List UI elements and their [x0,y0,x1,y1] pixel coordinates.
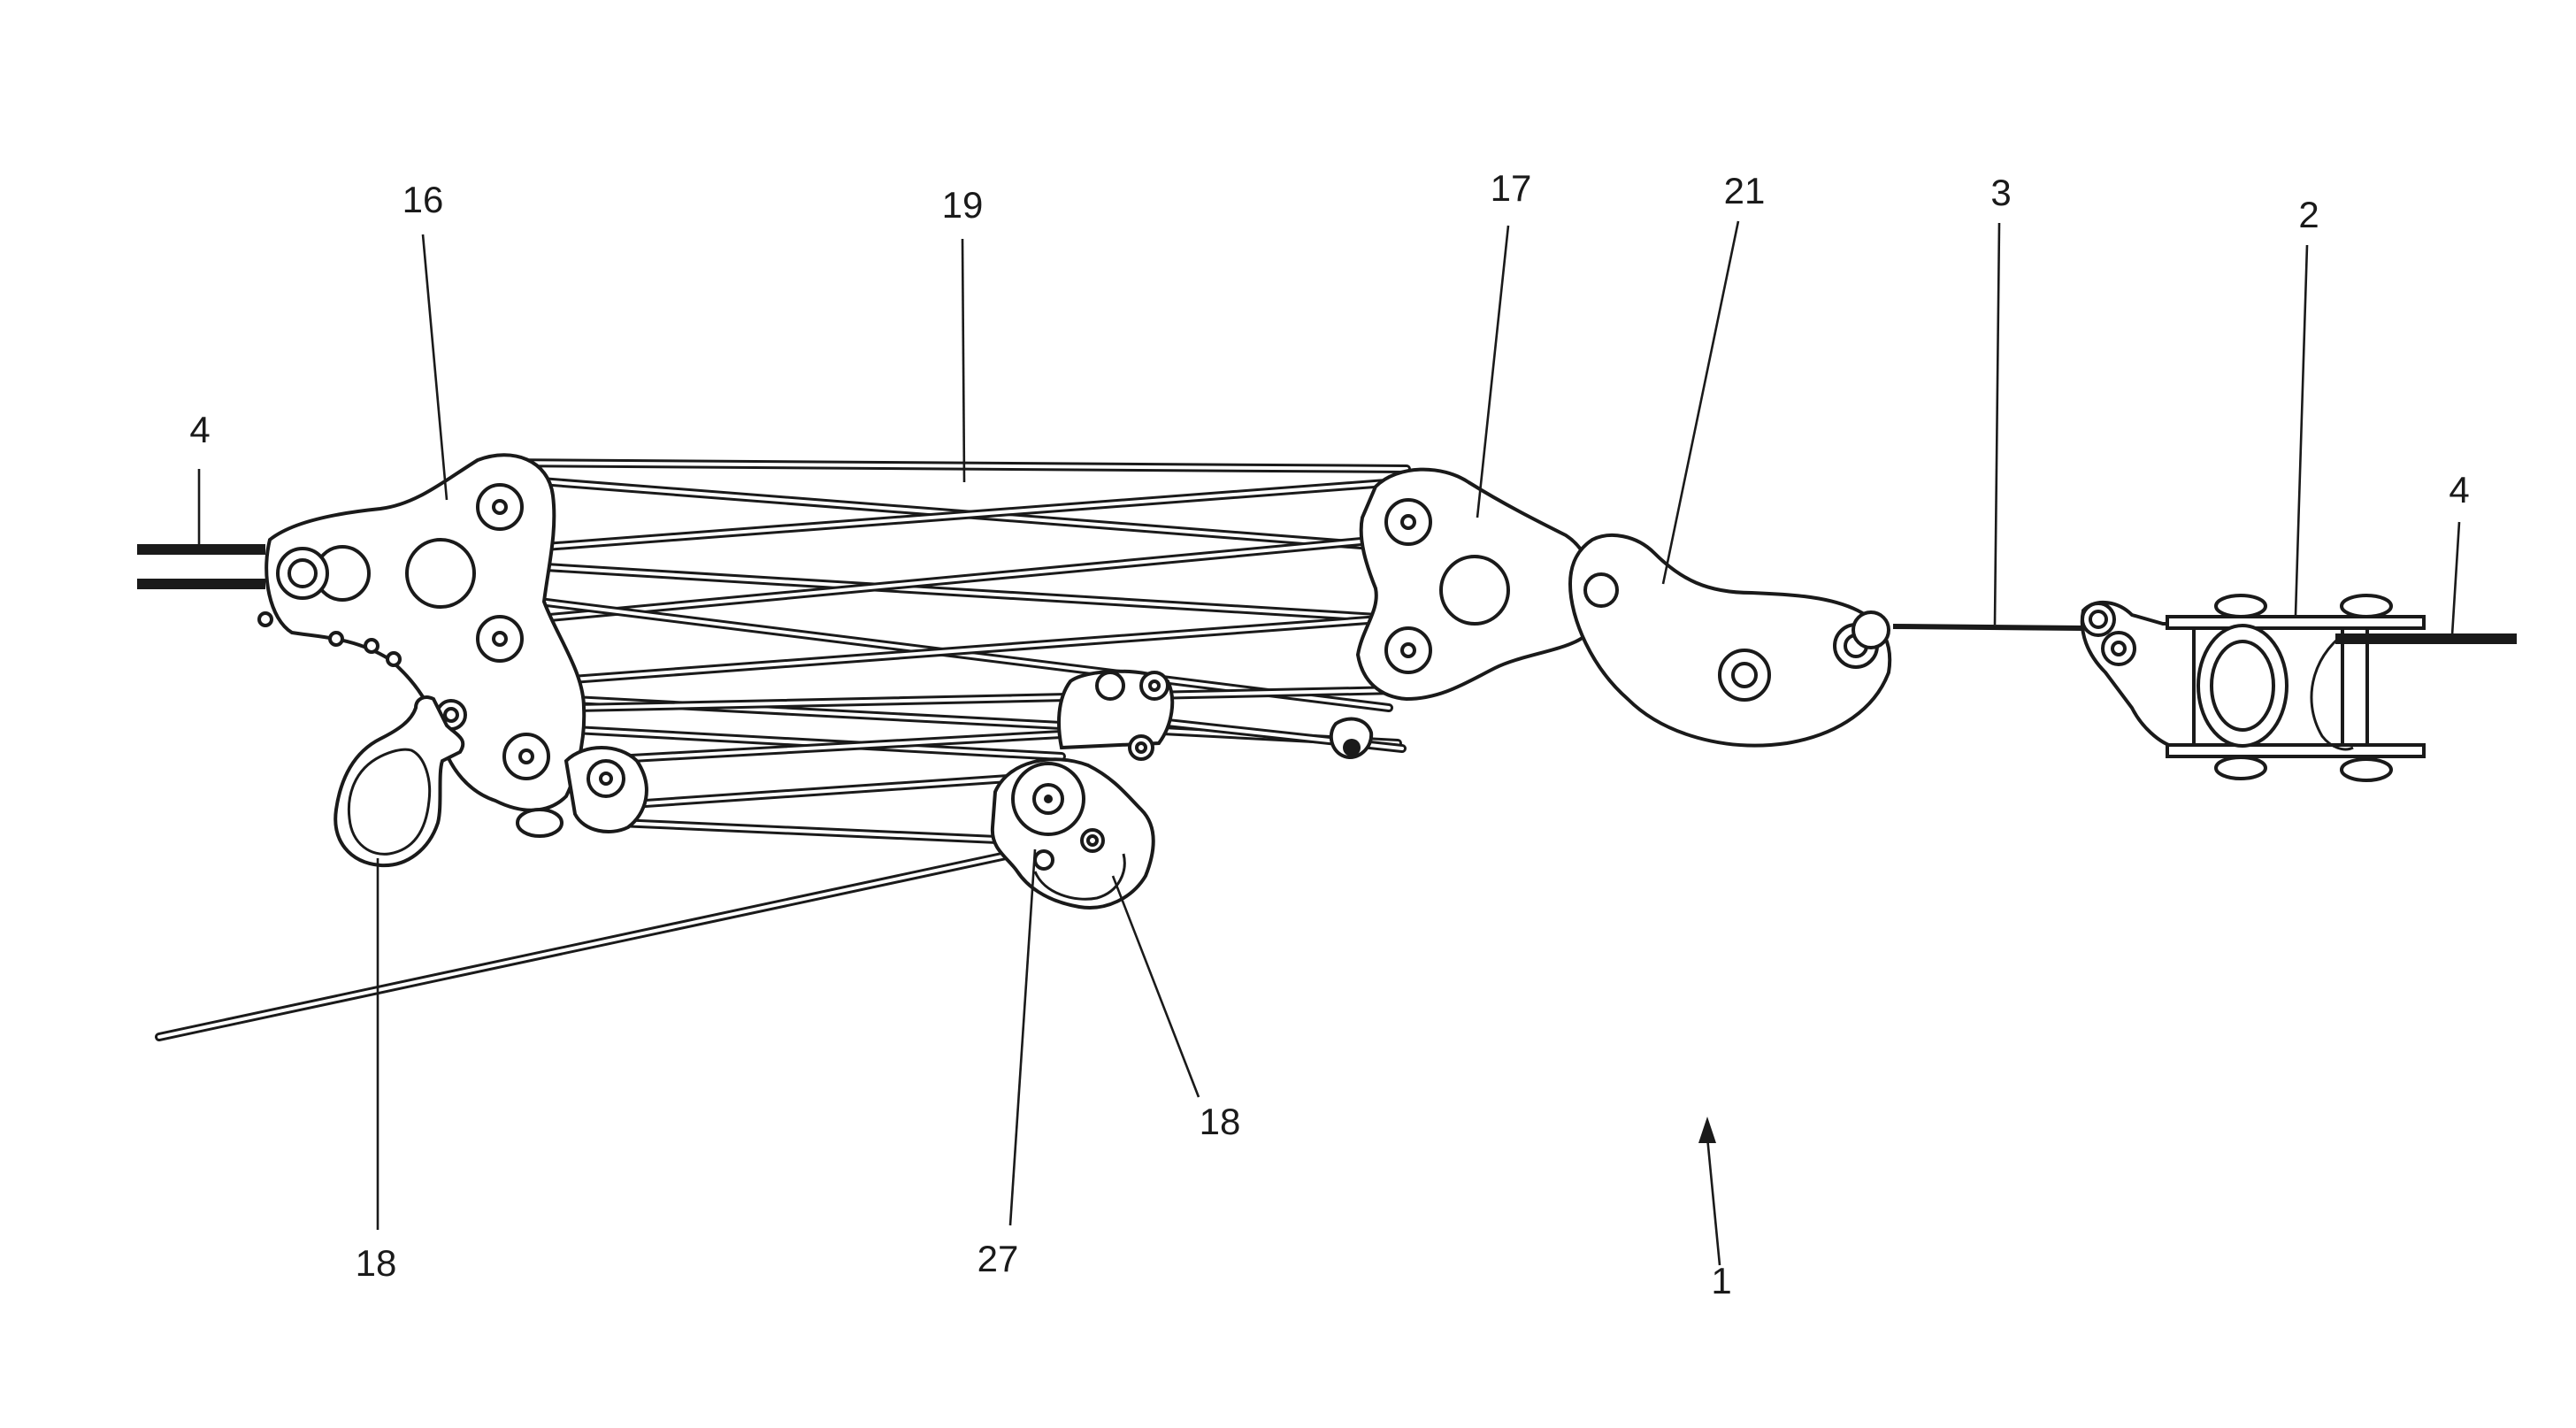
label-21: 21 [1724,170,1766,211]
hinge-mechanism-27 [993,672,1371,908]
shackle-2 [2082,595,2424,780]
plate-16-large-hole [407,540,474,607]
cam-21 [1570,535,1890,746]
label-18-left: 18 [356,1242,397,1284]
label-1: 1 [1711,1260,1731,1301]
label-17: 17 [1491,167,1532,209]
label-27: 27 [978,1238,1019,1279]
grip-loop-18-left [335,697,463,865]
handle-rod [159,849,1035,1037]
label-4-left: 4 [189,409,210,450]
label-19: 19 [942,184,984,226]
label-18-center: 18 [1200,1101,1241,1142]
label-2: 2 [2298,194,2319,235]
right-plate-17 [1358,470,1592,699]
label-3: 3 [1990,172,2011,213]
left-cable-4 [137,549,265,584]
wire-3 [1893,626,2083,628]
plate-17-large-hole [1441,557,1508,624]
label-16: 16 [402,179,444,220]
label-4-right: 4 [2449,469,2469,511]
